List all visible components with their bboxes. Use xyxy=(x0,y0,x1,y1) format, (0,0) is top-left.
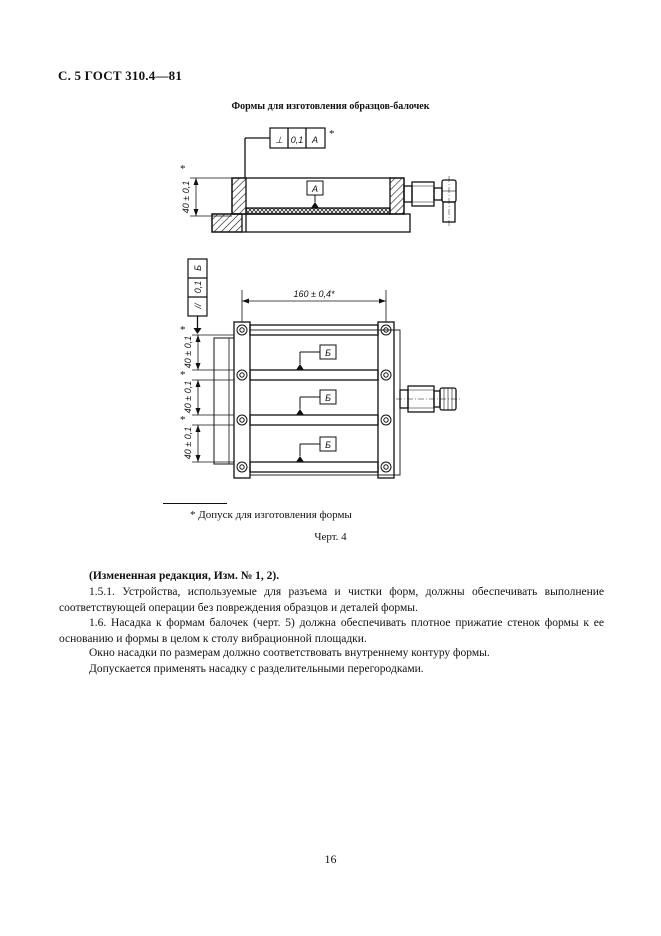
parallelism-tolerance-frame: Б 0,1 // xyxy=(187,258,208,334)
height-dimension: 40 ± 0,1 * xyxy=(180,163,232,217)
height-dim-star: * xyxy=(180,163,186,175)
paragraph-partitions: Допускается применять насадку с разделит… xyxy=(89,663,424,675)
revision-note: (Измененная редакция, Изм. № 1, 2). xyxy=(89,570,280,582)
tolerance-datum: А xyxy=(311,135,318,145)
plan-view: Б 0,1 // 160 ± 0,4* xyxy=(180,258,462,479)
page-header: С. 5 ГОСТ 310.4—81 xyxy=(58,68,183,83)
width-dim-label-3: 40 ± 0,1 xyxy=(183,427,193,459)
width-dim-star-3: * xyxy=(180,414,186,426)
perpendicularity-symbol: ⊥ xyxy=(275,135,283,145)
footnote-rule xyxy=(163,503,227,504)
height-dim-label: 40 ± 0,1 xyxy=(181,181,191,213)
datum-a-label: А xyxy=(311,184,318,194)
tolerance-star: * xyxy=(329,128,335,140)
length-dim-label: 160 ± 0,4* xyxy=(294,289,335,299)
width-dim-label-1: 40 ± 0,1 xyxy=(183,336,193,368)
width-dim-label-2: 40 ± 0,1 xyxy=(183,381,193,413)
paragraph-1-5-1: 1.5.1. Устройства, используемые для разъ… xyxy=(59,586,604,614)
length-dimension: 160 ± 0,4* xyxy=(241,289,387,322)
figure-title: Формы для изготовления образцов-балочек xyxy=(231,101,430,112)
tolerance-value: 0,1 xyxy=(291,135,304,145)
paragraph-1-6: 1.6. Насадка к формам балочек (черт. 5) … xyxy=(59,617,604,645)
figure-caption: Черт. 4 xyxy=(314,531,347,543)
bolt-heads xyxy=(236,324,392,473)
footnote: * Допуск для изготовления формы xyxy=(190,509,352,521)
datum-b-markers: Б Б Б xyxy=(296,344,337,462)
datum-b-label-2: Б xyxy=(325,393,331,403)
width-dim-star-1: * xyxy=(180,324,186,336)
top-view: ⊥ 0,1 А * 40 ± 0,1 * А xyxy=(180,127,457,233)
paragraph-window: Окно насадки по размерам должно соответс… xyxy=(89,647,490,659)
parallelism-datum: Б xyxy=(193,265,203,271)
datum-b-label-3: Б xyxy=(325,440,331,450)
datum-b-label-1: Б xyxy=(325,348,331,358)
width-dim-star-2: * xyxy=(180,369,186,381)
perpendicularity-tolerance-frame: ⊥ 0,1 А * xyxy=(244,127,335,178)
page-number: 16 xyxy=(324,852,337,866)
parallelism-value: 0,1 xyxy=(193,281,203,294)
width-dimensions: 40 ± 0,1 40 ± 0,1 40 ± 0,1 * * * xyxy=(180,324,234,463)
parallelism-symbol: // xyxy=(193,302,203,310)
